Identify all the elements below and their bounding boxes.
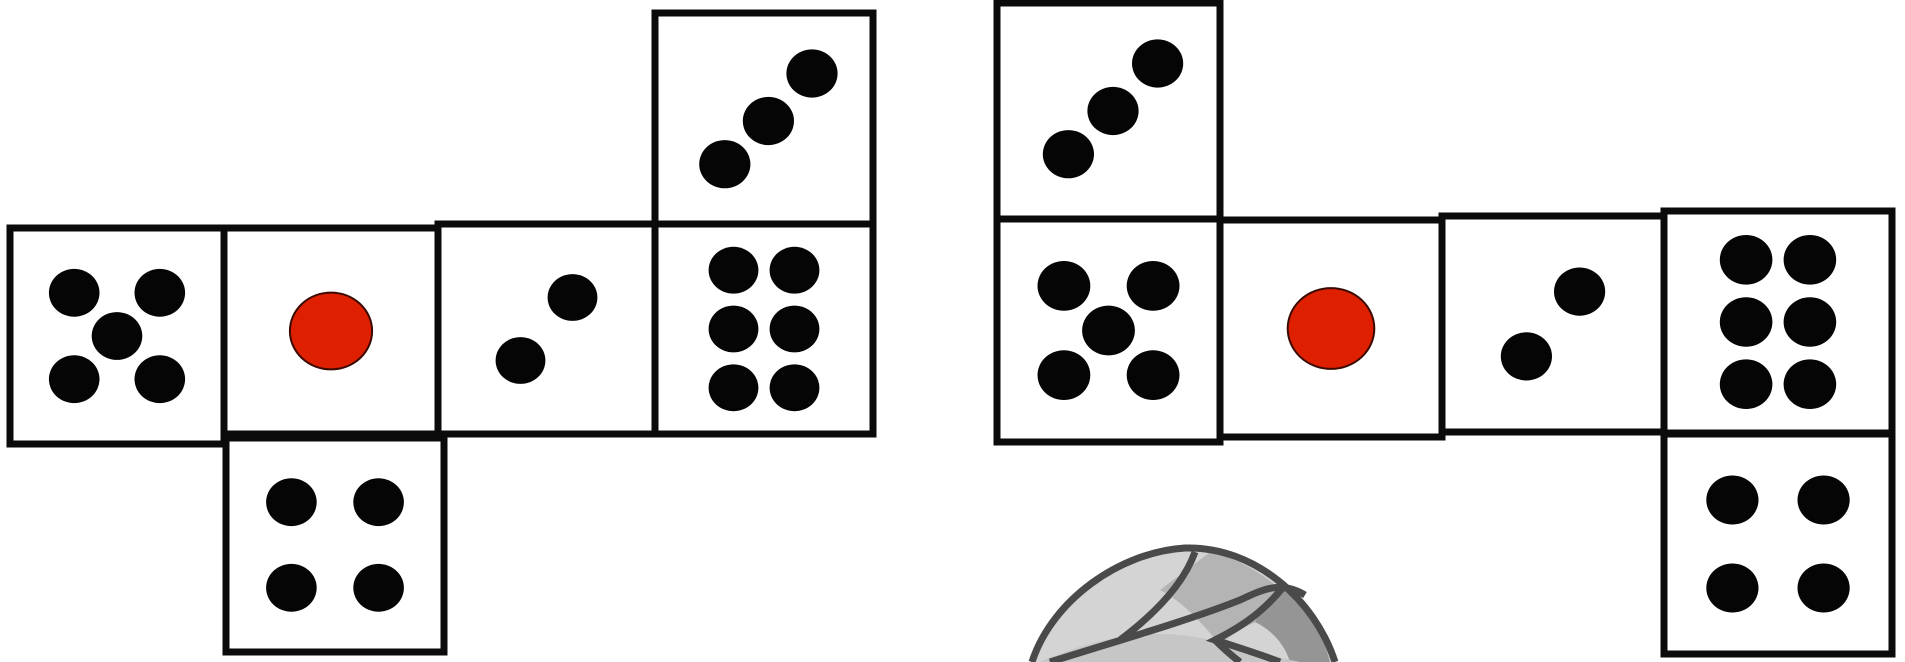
face-outline: [438, 224, 655, 434]
die-face-6: [655, 224, 873, 434]
pip-2: [1127, 261, 1180, 311]
face-outline: [226, 438, 444, 652]
pip-1: [1501, 332, 1552, 380]
die-face-1: [1220, 220, 1442, 437]
die-face-2: [1442, 216, 1664, 432]
pip-4: [353, 564, 404, 612]
pip-1: [49, 269, 100, 317]
pip-3: [92, 312, 143, 360]
die-face-1: [224, 228, 438, 434]
pip-3: [709, 306, 759, 353]
pip-4: [1798, 564, 1850, 613]
pip-4: [1038, 350, 1091, 400]
pip-3: [1132, 39, 1183, 87]
pip-6: [1784, 359, 1837, 409]
pip-3: [786, 49, 837, 97]
pip-5: [1720, 359, 1773, 409]
die-face-4: [226, 438, 444, 652]
die-face-6: [1664, 211, 1892, 433]
pip-2: [548, 274, 598, 321]
pip-5: [1127, 350, 1180, 400]
pip-2: [135, 269, 186, 317]
face-outline: [1664, 434, 1892, 654]
pip-2: [1554, 268, 1605, 316]
pip-1: [1706, 476, 1758, 525]
die-face-3: [655, 13, 873, 229]
pip-5: [135, 355, 186, 403]
pip-1: [709, 247, 759, 294]
pip-2: [743, 97, 794, 145]
pip-4: [1784, 297, 1837, 347]
face-outline: [1442, 216, 1664, 432]
pip-2: [353, 478, 404, 526]
pip-1: [1043, 130, 1094, 178]
pip-5: [709, 364, 759, 411]
pip-1: [266, 478, 317, 526]
face-outline: [655, 224, 873, 434]
die-face-5: [997, 219, 1220, 442]
pip-2: [1798, 476, 1850, 525]
pip-4: [770, 306, 820, 353]
die-face-3: [997, 3, 1220, 219]
die-face-2: [438, 224, 655, 434]
pip-6: [770, 364, 820, 411]
pip-4: [49, 355, 100, 403]
pip-1: [1038, 261, 1091, 311]
red-pip-1: [290, 293, 372, 370]
pip-3: [1720, 297, 1773, 347]
pip-2: [1784, 235, 1837, 285]
red-pip-1: [1288, 288, 1375, 369]
face-outline: [1664, 211, 1892, 433]
pip-1: [496, 337, 546, 384]
pip-3: [266, 564, 317, 612]
pip-2: [1087, 87, 1138, 135]
pip-2: [770, 247, 820, 294]
pip-1: [699, 140, 750, 188]
pip-3: [1082, 306, 1135, 356]
pip-3: [1706, 564, 1758, 613]
die-face-5: [10, 228, 224, 444]
die-face-4: [1664, 434, 1892, 654]
pip-1: [1720, 235, 1773, 285]
